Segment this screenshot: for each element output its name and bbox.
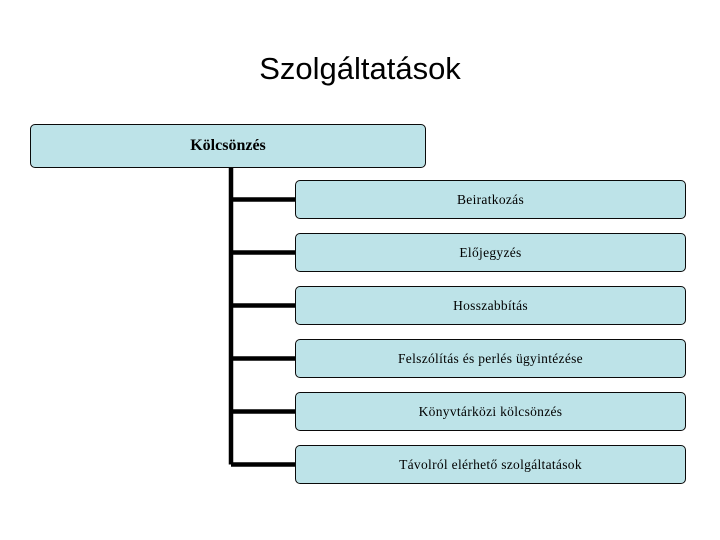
node-root-label: Kölcsönzés xyxy=(190,137,266,154)
node-child-felszolitas-es-perles[interactable]: Felszólítás és perlés ügyintézése xyxy=(295,339,686,378)
node-child-label: Előjegyzés xyxy=(459,244,522,260)
node-child-hosszabbitas[interactable]: Hosszabbítás xyxy=(295,286,686,325)
node-child-label: Beiratkozás xyxy=(456,191,525,207)
node-child-label: Könyvtárközi kölcsönzés xyxy=(418,403,563,419)
node-root[interactable]: Kölcsönzés xyxy=(30,124,426,168)
node-child-elojegyzes[interactable]: Előjegyzés xyxy=(295,233,686,272)
node-child-konyvtarkozi-kolcsonzes[interactable]: Könyvtárközi kölcsönzés xyxy=(295,392,686,431)
node-child-label: Felszólítás és perlés ügyintézése xyxy=(398,350,583,366)
node-child-label: Távolról elérhető szolgáltatások xyxy=(399,456,582,472)
node-child-tavolrol-elerheto-szolgaltatasok[interactable]: Távolról elérhető szolgáltatások xyxy=(295,445,686,484)
node-child-beiratkozas[interactable]: Beiratkozás xyxy=(295,180,686,219)
node-child-label: Hosszabbítás xyxy=(453,297,528,313)
page-title: Szolgáltatások xyxy=(259,51,461,86)
